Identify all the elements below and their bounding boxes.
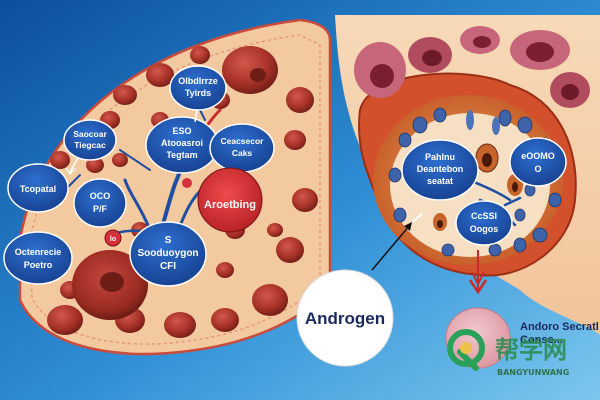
- label-bottom-left-line2: Poetro: [24, 260, 53, 270]
- label-bottom-center-line2: Sooduoygon: [137, 248, 198, 259]
- secretion-line1: Andoro Secratl: [520, 321, 599, 333]
- watermark-en: BANGYUNWANG: [497, 368, 569, 377]
- label-bottom-left-line1: Octenrecie: [15, 247, 62, 257]
- label-bottom-oval-line1: CcSSI: [471, 211, 497, 221]
- label-bottom-oval-line2: Oogos: [470, 224, 499, 234]
- label-mid-left-line1: Tcopatal: [20, 184, 56, 194]
- label-small-red-line1: lo: [110, 236, 116, 243]
- label-red-circle-line1: Aroetbing: [204, 199, 256, 211]
- label-right-oval-line1: eOOMO: [521, 151, 555, 161]
- label-left-oval-line3: seatat: [427, 176, 453, 186]
- right-blue-cells: [388, 107, 562, 257]
- secretion-line2: Conse...: [520, 334, 563, 346]
- label-upper-left-line2: Tiegcac: [74, 140, 106, 150]
- watermark-logo-icon: [447, 329, 485, 371]
- right-arrows: [371, 213, 488, 295]
- label-upper-left: Saocoar Tiegcac: [63, 119, 117, 161]
- label-bottom-left: Octenrecie Poetro: [3, 231, 73, 285]
- label-upper-right: Ceacsecor Caks: [209, 123, 275, 173]
- label-center-top-line2: Atooasroi: [161, 138, 203, 148]
- right-top-cells: [354, 26, 590, 108]
- label-top: Olbdlrrze Tyirds: [169, 65, 227, 111]
- label-left-oval: Pahlnu Deantebon seatat: [401, 139, 479, 201]
- label-top-line1: Olbdlrrze: [178, 76, 218, 86]
- watermark-cn: 帮学网: [495, 336, 567, 364]
- left-cells: [29, 46, 318, 338]
- label-center-top-line1: ESO: [172, 126, 191, 136]
- label-right-oval: eOOMO O: [509, 137, 567, 187]
- label-center-top: ESO Atooasroi Tegtam: [145, 116, 219, 174]
- label-upper-right-line2: Caks: [232, 148, 253, 158]
- label-upper-left-line1: Saocoar: [73, 129, 107, 139]
- watermark: 帮学网 BANGYUNWANG: [447, 329, 569, 377]
- androgen-label: Androgen: [305, 309, 385, 328]
- left-arrows: [65, 109, 198, 176]
- label-left-oval-line1: Pahlnu: [425, 152, 455, 162]
- label-mid-line1: OCO: [90, 191, 111, 201]
- label-left-oval-line2: Deantebon: [417, 164, 464, 174]
- label-bottom-center-line1: S: [165, 235, 172, 246]
- label-bottom-center-line3: CFI: [160, 261, 176, 272]
- label-bottom-center: S Sooduoygon CFI: [129, 221, 207, 287]
- label-small-red: lo: [104, 178, 192, 247]
- androgen-callout: Androgen: [296, 269, 394, 367]
- label-bottom-oval: CcSSI Oogos: [455, 200, 513, 246]
- label-mid: OCO P/F: [73, 178, 127, 228]
- label-top-line2: Tyirds: [185, 88, 211, 98]
- label-mid-line2: P/F: [93, 204, 108, 214]
- label-center-top-line3: Tegtam: [166, 150, 197, 160]
- label-right-oval-line2: O: [534, 164, 541, 174]
- label-red-circle: Aroetbing: [197, 167, 263, 233]
- label-mid-left: Tcopatal: [7, 163, 69, 213]
- label-upper-right-line1: Ceacsecor: [220, 136, 264, 146]
